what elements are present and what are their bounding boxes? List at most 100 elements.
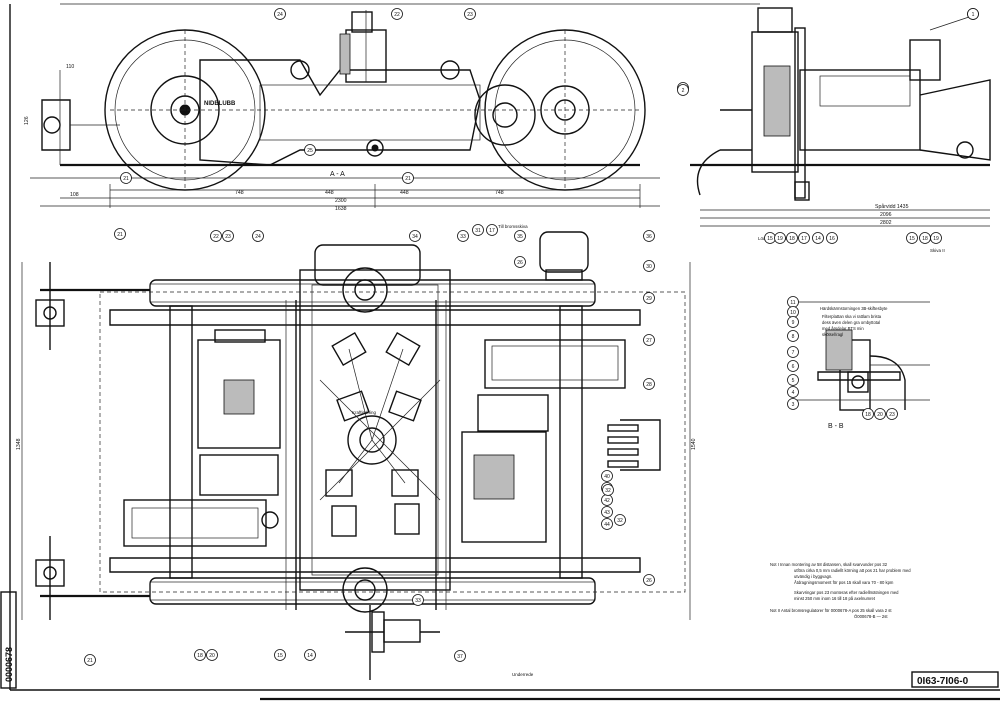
callout-bubble: [457, 230, 469, 242]
callout-bubble: [930, 232, 942, 244]
callout-number: 5: [792, 378, 795, 384]
callout-underframe: Underrede: [512, 672, 534, 677]
name-plate: NIDBLUBB: [204, 101, 236, 107]
callout-number: 16: [829, 236, 835, 242]
callout-bubble: [274, 649, 286, 661]
callout-number: 14: [307, 653, 313, 659]
callout-number: 31: [475, 228, 481, 234]
callout-bubble: [120, 172, 132, 184]
vertical-stamp-box: 0000678: [0, 591, 17, 689]
callout-number: 32: [605, 488, 611, 494]
callout-bubble: [514, 230, 526, 242]
callout-number: 11: [790, 300, 795, 306]
callout-bubble: [812, 232, 824, 244]
callout-number: 24: [255, 234, 261, 240]
callout-number: 4: [792, 390, 795, 396]
callout-number: 35: [517, 234, 523, 240]
callout-bubble: [409, 230, 421, 242]
callout-number: 17: [489, 228, 495, 234]
callout-number: 17: [801, 236, 807, 242]
callout-number: 23: [889, 412, 895, 418]
callout-bubble: [643, 378, 655, 390]
callout-bubble: [643, 230, 655, 242]
dim-2300: 2300: [335, 198, 347, 204]
callout-number: 20: [877, 412, 883, 418]
callout-bubble: [826, 232, 838, 244]
callout-bubble: [222, 230, 234, 242]
callout-number: 40: [604, 474, 610, 480]
callout-bubble: [862, 408, 874, 420]
callout-bubble: [643, 574, 655, 586]
plan-dim-right: 1540: [691, 438, 697, 450]
callout-number: 24: [277, 12, 283, 18]
callout-bubbles: 2422232125211201215191817141615181921222…: [84, 8, 979, 666]
callout-bubble: [798, 232, 810, 244]
end-dim-2802: 2802: [880, 220, 892, 226]
callout-bubble: [787, 360, 799, 372]
callout-bubble: [514, 256, 526, 268]
dim-748-left: 748: [235, 190, 244, 196]
end-label-disc: Skiva II: [930, 248, 945, 253]
callout-bubble: [210, 230, 222, 242]
dim-126: 126: [24, 116, 30, 125]
note-1-line-0: Not I Innan montering av 58 distansen, s…: [770, 562, 888, 567]
callout-bubble: [304, 649, 316, 661]
end-view: Spårvidd 1435 2096 2802 Lödoldiam. profi…: [690, 7, 991, 253]
section-b-title: B - B: [828, 423, 844, 430]
callout-bubble: [391, 8, 403, 20]
callout-bubble: [252, 230, 264, 242]
callout-number: 15: [767, 236, 773, 242]
vertical-stamp: 0000678: [4, 647, 14, 682]
callout-number: 33: [460, 234, 466, 240]
callout-bubble: [194, 649, 206, 661]
dim-1638: 1638: [335, 206, 347, 212]
callout-number: 23: [467, 12, 473, 18]
callout-number: 15: [277, 653, 283, 659]
note-1-line-2: utvändig i byggvagn.: [794, 574, 832, 579]
callout-bubble: [84, 654, 96, 666]
notes-block: Not I Innan montering av 58 distansen, s…: [770, 562, 911, 619]
callout-number: 44: [604, 522, 610, 528]
sheet-frame: [9, 3, 1000, 701]
callout-number: 6: [792, 364, 795, 370]
callout-bubble: [677, 84, 689, 96]
callout-bubble: [774, 232, 786, 244]
callout-number: 10: [790, 310, 796, 316]
end-dim-track: Spårvidd 1435: [875, 203, 909, 210]
callout-number: 19: [777, 236, 783, 242]
callout-number: 42: [604, 498, 610, 504]
dim-108: 108: [70, 192, 79, 198]
callout-number: 28: [646, 382, 652, 388]
callout-number: 18: [197, 653, 203, 659]
callout-bubble: [601, 470, 613, 482]
left-motor: [197, 339, 281, 449]
callout-number: 20: [209, 653, 215, 659]
callout-number: 15: [909, 236, 915, 242]
section-b-note-4: skötsel/ragl: [822, 332, 843, 337]
section-b-note-2: dess även delen gra ombyttotal: [822, 320, 880, 325]
note-1-line-3: Åtdragningsmoment för pos 15 skall vara …: [794, 580, 894, 585]
callout-number: 43: [604, 510, 610, 516]
plan-dim-left: 1348: [16, 438, 22, 450]
callout-bubble: [454, 650, 466, 662]
callout-bubble: [787, 330, 799, 342]
callout-number: 22: [213, 234, 219, 240]
callout-bubble: [412, 594, 424, 606]
callout-number: 26: [517, 260, 523, 266]
section-b-note-3: med årsdelar BTS min: [822, 326, 864, 331]
callout-number: 32: [617, 518, 623, 524]
callout-number: 14: [815, 236, 821, 242]
center-hub: [347, 415, 397, 465]
callout-bubble: [402, 172, 414, 184]
center-frame: [299, 269, 451, 591]
dim-448-right: 448: [400, 190, 409, 196]
callout-bubble: [614, 514, 626, 526]
callout-number: 21: [405, 176, 411, 182]
callout-number: 18: [789, 236, 795, 242]
callout-number: 22: [394, 12, 400, 18]
callout-bubble: [601, 518, 613, 530]
callout-number: 29: [646, 296, 652, 302]
callout-bubble: [787, 398, 799, 410]
